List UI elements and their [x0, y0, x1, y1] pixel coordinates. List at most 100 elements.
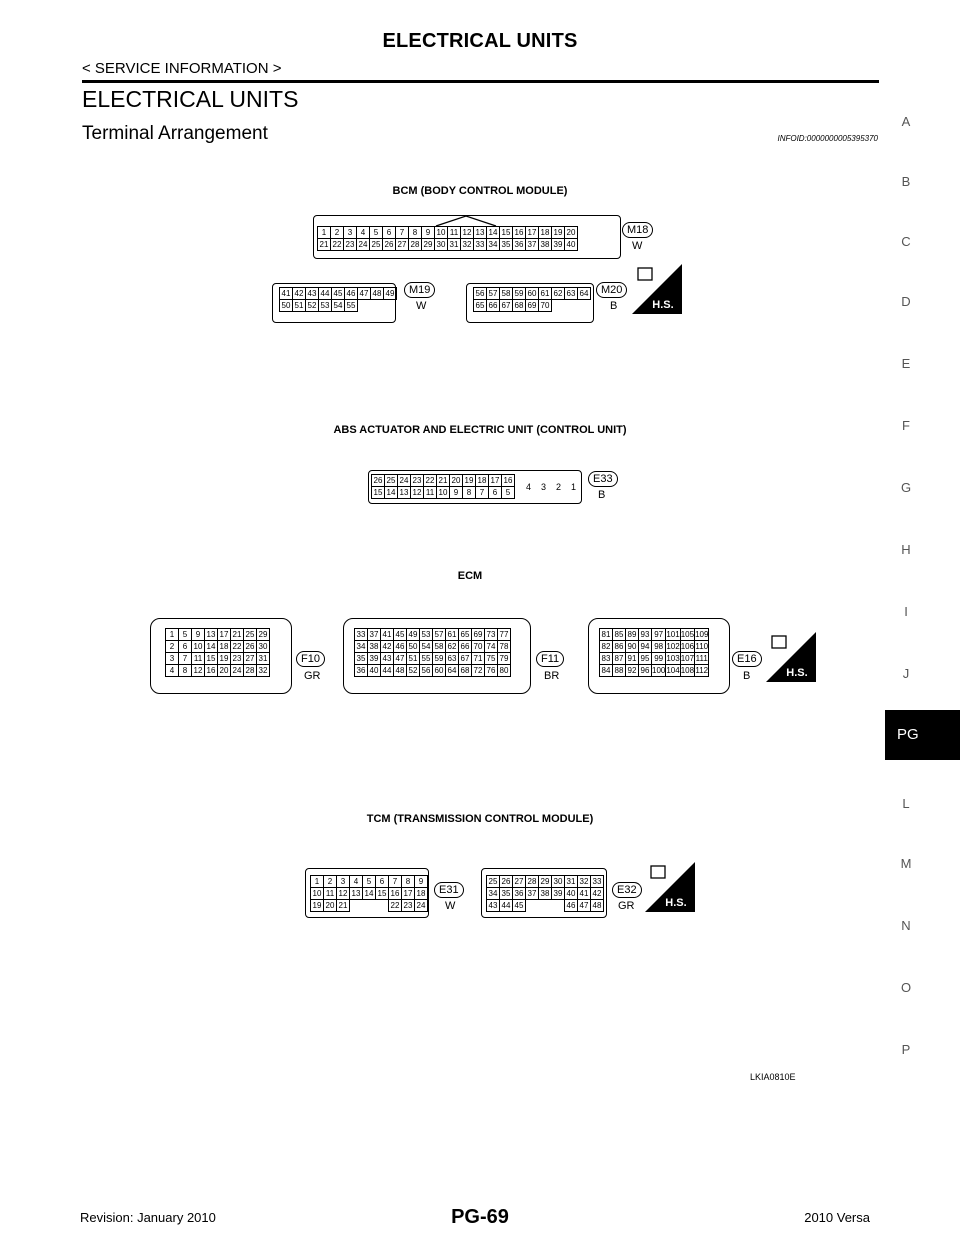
- terminal-cell: 11: [323, 887, 337, 900]
- terminal-cell: 22: [230, 640, 244, 653]
- terminal-cell: 69: [525, 299, 539, 312]
- terminal-cell: 23: [230, 652, 244, 665]
- connector-color-e16: B: [743, 670, 751, 682]
- section-index-e[interactable]: E: [901, 356, 911, 371]
- terminal-cell: 52: [305, 299, 319, 312]
- section-index-f[interactable]: F: [902, 418, 910, 433]
- terminal-cell: 14: [384, 486, 398, 499]
- terminal-cell: 5: [178, 628, 192, 641]
- terminal-cell: 4: [349, 875, 363, 888]
- terminal-cell: 81: [599, 628, 613, 641]
- terminal-cell: 35: [499, 887, 513, 900]
- terminal-cell: 27: [395, 238, 409, 251]
- terminal-cell: 56: [419, 664, 433, 677]
- section-index-p[interactable]: P: [901, 1042, 911, 1057]
- section-index-j[interactable]: J: [902, 666, 910, 681]
- connector-color-e32: GR: [618, 900, 635, 912]
- terminal-cell: 64: [445, 664, 459, 677]
- terminal-cell: 26: [243, 640, 257, 653]
- section-index-g[interactable]: G: [900, 480, 912, 495]
- subsection-title: Terminal Arrangement: [82, 123, 268, 144]
- terminal-cell: 10: [191, 640, 205, 653]
- terminal-cell: [526, 900, 539, 912]
- section-index-a[interactable]: A: [901, 114, 911, 129]
- connector-tag-m20: M20: [596, 282, 628, 298]
- terminal-cell: 31: [256, 652, 270, 665]
- breadcrumb[interactable]: < SERVICE INFORMATION >: [82, 60, 282, 77]
- terminal-cell: 51: [292, 299, 306, 312]
- terminal-cell: 3: [336, 875, 350, 888]
- terminal-cell: 5: [362, 875, 376, 888]
- section-index-i[interactable]: I: [904, 604, 908, 619]
- terminal-cell: 16: [204, 664, 218, 677]
- terminal-cell: 44: [499, 899, 513, 912]
- terminal-cell: 68: [512, 299, 526, 312]
- terminal-cell: 45: [393, 628, 407, 641]
- terminal-cell: 49: [406, 628, 420, 641]
- section-index-h[interactable]: H: [901, 542, 911, 557]
- terminal-cell: 12: [336, 887, 350, 900]
- terminal-cell: 80: [497, 664, 511, 677]
- terminal-cell: 36: [512, 238, 526, 251]
- terminal-cell: 25: [369, 238, 383, 251]
- terminal-cell: 44: [318, 287, 332, 300]
- terminal-cell: 53: [318, 299, 332, 312]
- figure-code: LKIA0810E: [750, 1072, 796, 1082]
- terminal-cell: 57: [486, 287, 500, 300]
- terminal-cell: 68: [458, 664, 472, 677]
- terminal-cell: 7: [395, 226, 409, 239]
- terminal-cell: 13: [397, 486, 411, 499]
- terminal-cell: 9: [414, 875, 428, 888]
- terminal-cell: 63: [564, 287, 578, 300]
- terminal-cell: 10: [434, 226, 448, 239]
- terminal-cell: [552, 900, 565, 912]
- terminal-cell: 39: [551, 238, 565, 251]
- section-index-d[interactable]: D: [901, 294, 911, 309]
- section-index-pg-active[interactable]: PG: [885, 710, 960, 760]
- terminal-cell: 3: [343, 226, 357, 239]
- section-index-c[interactable]: C: [901, 234, 911, 249]
- terminal-cell: 52: [406, 664, 420, 677]
- terminal-cell: 2: [323, 875, 337, 888]
- terminal-cell: 71: [471, 652, 485, 665]
- terminal-cell: 8: [408, 226, 422, 239]
- terminal-cell: 11: [447, 226, 461, 239]
- section-index-o[interactable]: O: [900, 980, 912, 995]
- ecm-title: ECM: [457, 570, 483, 582]
- terminal-cell: 30: [434, 238, 448, 251]
- terminal-cell: 33: [354, 628, 368, 641]
- terminal-cell: 16: [512, 226, 526, 239]
- terminal-cell: 89: [625, 628, 639, 641]
- terminal-cell: 74: [484, 640, 498, 653]
- terminal-cell: 47: [577, 899, 591, 912]
- terminal-cell: 23: [401, 899, 415, 912]
- terminal-cell: [363, 900, 376, 912]
- terminal-cell: 4: [356, 226, 370, 239]
- connector-tag-e32: E32: [612, 882, 642, 898]
- terminal-cell: 25: [243, 628, 257, 641]
- terminal-cell: 16: [388, 887, 402, 900]
- terminal-cell: 20: [217, 664, 231, 677]
- terminal-cell: 91: [625, 652, 639, 665]
- terminal-cell: 4: [525, 482, 531, 492]
- terminal-cell: 55: [344, 299, 358, 312]
- terminal-cell: 36: [354, 664, 368, 677]
- header-divider: [82, 80, 879, 83]
- terminal-cell: 10: [436, 486, 450, 499]
- section-index-m[interactable]: M: [900, 856, 912, 871]
- terminal-cell: 99: [650, 652, 667, 665]
- section-index-b[interactable]: B: [901, 174, 911, 189]
- terminal-cell: 44: [380, 664, 394, 677]
- terminal-cell: 11: [191, 652, 205, 665]
- section-index-n[interactable]: N: [901, 918, 911, 933]
- section-index-l[interactable]: L: [902, 796, 910, 811]
- terminal-cell: 46: [564, 899, 578, 912]
- terminal-cell: 9: [421, 226, 435, 239]
- connector-color-m20: B: [610, 300, 618, 312]
- terminal-cell: 59: [432, 652, 446, 665]
